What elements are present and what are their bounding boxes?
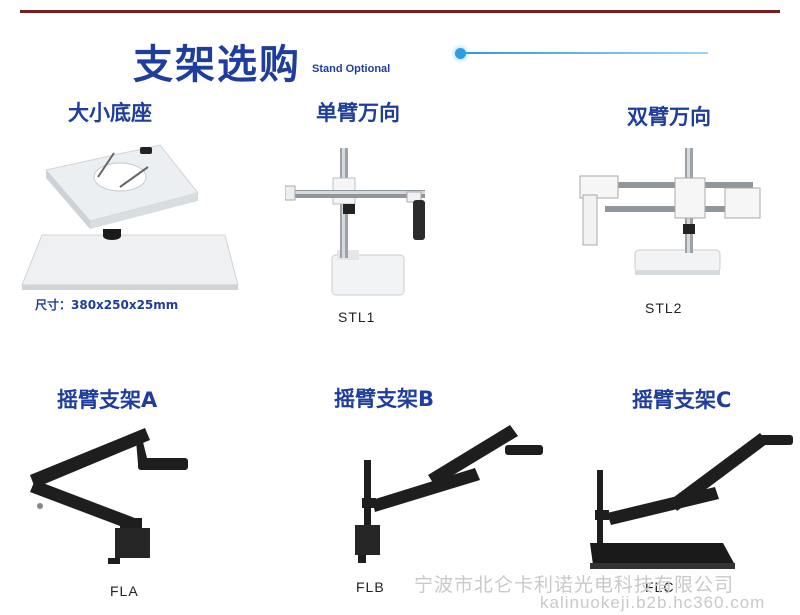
watermark-company: 宁波市北仑卡利诺光电科技有限公司 xyxy=(414,574,735,596)
product-label-flb: 摇臂支架B xyxy=(334,387,435,411)
caption-fla: FLA xyxy=(110,583,139,599)
product-label-base: 大小底座 xyxy=(68,101,152,125)
accent-dot xyxy=(455,48,466,59)
fla-stand-image xyxy=(30,428,188,564)
flc-stand-image xyxy=(590,433,793,569)
caption-flc: FLC xyxy=(645,579,675,595)
product-label-fla: 摇臂支架A xyxy=(57,388,158,412)
base-plates-image xyxy=(21,144,239,290)
accent-line xyxy=(466,52,708,54)
stl2-stand-image xyxy=(579,148,761,275)
page-title: 支架选购 xyxy=(133,42,301,88)
caption-flb: FLB xyxy=(356,579,385,595)
base-dimensions: 尺寸：380x250x25mm xyxy=(35,298,179,312)
page-subtitle: Stand Optional xyxy=(312,63,391,75)
top-divider xyxy=(20,10,780,13)
flb-stand-image xyxy=(355,425,543,563)
stl1-stand-image xyxy=(285,148,425,296)
caption-stl2: STL2 xyxy=(645,300,683,316)
product-label-stl2: 双臂万向 xyxy=(627,105,711,129)
product-label-stl1: 单臂万向 xyxy=(316,101,400,125)
product-label-flc: 摇臂支架C xyxy=(632,388,732,412)
caption-stl1: STL1 xyxy=(338,309,376,325)
watermark-url: kalinuokeji.b2b.hc360.com xyxy=(540,593,766,612)
